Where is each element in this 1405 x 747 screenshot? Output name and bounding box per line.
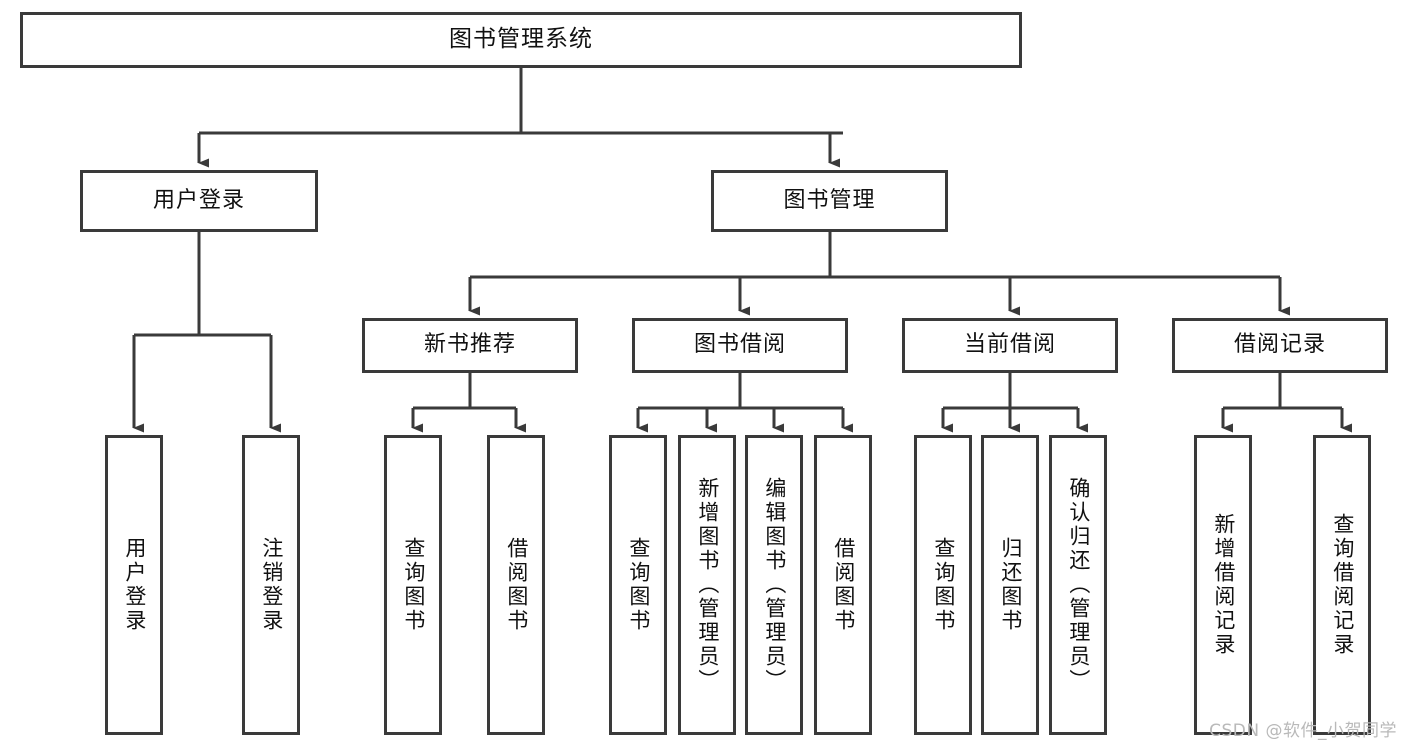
leaf-borrow-book-2[interactable]: 借阅图书 bbox=[814, 435, 872, 735]
leaf-query-book-1-label: 查询图书 bbox=[401, 537, 426, 633]
node-current-borrow-label: 当前借阅 bbox=[963, 332, 1056, 358]
leaf-borrow-book-1-label: 借阅图书 bbox=[504, 537, 529, 633]
node-book-manage[interactable]: 图书管理 bbox=[711, 170, 948, 232]
leaf-add-book[interactable]: 新增图书（管理员） bbox=[678, 435, 736, 735]
node-new-book-recommend[interactable]: 新书推荐 bbox=[362, 318, 578, 373]
node-book-borrow[interactable]: 图书借阅 bbox=[632, 318, 848, 373]
leaf-query-book-3-label: 查询图书 bbox=[931, 537, 956, 633]
node-new-book-recommend-label: 新书推荐 bbox=[423, 332, 516, 358]
leaf-edit-book[interactable]: 编辑图书（管理员） bbox=[745, 435, 803, 735]
leaf-query-book-1[interactable]: 查询图书 bbox=[384, 435, 442, 735]
leaf-user-login[interactable]: 用户登录 bbox=[105, 435, 163, 735]
leaf-logout[interactable]: 注销登录 bbox=[242, 435, 300, 735]
node-borrow-record[interactable]: 借阅记录 bbox=[1172, 318, 1388, 373]
leaf-add-book-label: 新增图书（管理员） bbox=[695, 477, 720, 693]
node-current-borrow[interactable]: 当前借阅 bbox=[902, 318, 1118, 373]
leaf-edit-book-label: 编辑图书（管理员） bbox=[762, 477, 787, 693]
leaf-logout-label: 注销登录 bbox=[259, 537, 284, 633]
node-user-login-label: 用户登录 bbox=[152, 187, 245, 213]
leaf-query-book-3[interactable]: 查询图书 bbox=[914, 435, 972, 735]
leaf-return-book-label: 归还图书 bbox=[998, 537, 1023, 633]
watermark-text: CSDN @软件_小贺同学 bbox=[1209, 721, 1397, 741]
leaf-query-record[interactable]: 查询借阅记录 bbox=[1313, 435, 1371, 735]
node-borrow-record-label: 借阅记录 bbox=[1233, 332, 1326, 358]
leaf-confirm-return-label: 确认归还（管理员） bbox=[1066, 477, 1091, 693]
node-book-borrow-label: 图书借阅 bbox=[693, 332, 786, 358]
leaf-query-record-label: 查询借阅记录 bbox=[1330, 513, 1355, 657]
node-root-system-label: 图书管理系统 bbox=[449, 26, 593, 53]
leaf-query-book-2[interactable]: 查询图书 bbox=[609, 435, 667, 735]
leaf-add-record-label: 新增借阅记录 bbox=[1211, 513, 1236, 657]
leaf-borrow-book-2-label: 借阅图书 bbox=[831, 537, 856, 633]
leaf-return-book[interactable]: 归还图书 bbox=[981, 435, 1039, 735]
node-root-system[interactable]: 图书管理系统 bbox=[20, 12, 1022, 68]
node-book-manage-label: 图书管理 bbox=[783, 187, 876, 213]
leaf-add-record[interactable]: 新增借阅记录 bbox=[1194, 435, 1252, 735]
node-user-login[interactable]: 用户登录 bbox=[80, 170, 318, 232]
leaf-confirm-return[interactable]: 确认归还（管理员） bbox=[1049, 435, 1107, 735]
leaf-borrow-book-1[interactable]: 借阅图书 bbox=[487, 435, 545, 735]
leaf-query-book-2-label: 查询图书 bbox=[626, 537, 651, 633]
leaf-user-login-label: 用户登录 bbox=[122, 537, 147, 633]
